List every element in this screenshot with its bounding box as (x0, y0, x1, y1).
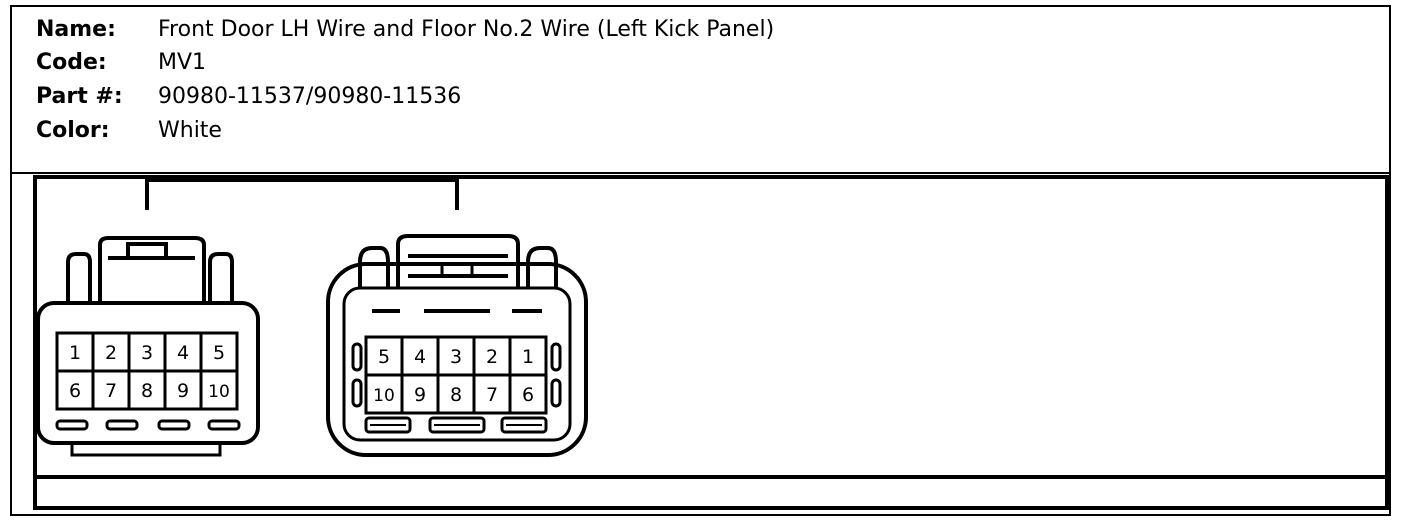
right-connector: 5 4 3 2 1 10 9 8 7 6 (326, 234, 588, 457)
right-pin-label: 2 (486, 346, 498, 368)
left-pin-label: 5 (213, 342, 225, 364)
right-connector-lock-tab (440, 262, 474, 278)
code-value: MV1 (158, 50, 207, 75)
right-pin-label: 5 (378, 346, 390, 368)
code-label: Code: (36, 50, 107, 75)
left-slot (105, 419, 139, 431)
left-pin-label: 8 (141, 380, 153, 402)
diagram-box (33, 175, 1389, 510)
right-pin-label: 9 (414, 384, 426, 406)
right-connector-inner (342, 286, 572, 442)
right-pin-cell (508, 373, 548, 415)
left-pin-label: 4 (177, 342, 189, 364)
left-connector-body (36, 301, 260, 445)
right-pin-label: 1 (522, 346, 534, 368)
left-slot (55, 419, 89, 431)
right-slot (364, 416, 412, 434)
part-value: 90980-11537/90980-11536 (158, 84, 462, 109)
right-pin-label: 3 (450, 346, 462, 368)
name-label: Name: (36, 17, 116, 42)
right-side-guide (351, 342, 363, 372)
right-pin-cell (436, 373, 476, 415)
right-connector-latch (358, 234, 558, 288)
right-slot (428, 416, 486, 434)
left-pin-label: 3 (141, 342, 153, 364)
left-connector-foot (70, 443, 222, 457)
right-slot (500, 416, 548, 434)
left-slot (207, 419, 241, 431)
part-label: Part #: (36, 84, 123, 109)
left-pin-cell (199, 331, 239, 373)
diagram-frame (10, 5, 1391, 516)
color-label: Color: (36, 118, 110, 143)
right-pin-label: 4 (414, 346, 426, 368)
right-pin-label: 7 (486, 384, 498, 406)
left-pin-label: 6 (69, 380, 81, 402)
right-pin-label: 8 (450, 384, 462, 406)
connection-bracket (145, 178, 459, 210)
right-pin-cell (508, 335, 548, 377)
right-side-guide (550, 378, 562, 408)
left-pin-label: 7 (105, 380, 117, 402)
left-connector: 1 2 3 4 5 6 7 8 9 10 (36, 236, 260, 457)
left-pin-label: 1 (69, 342, 81, 364)
color-value: White (158, 118, 222, 143)
name-value: Front Door LH Wire and Floor No.2 Wire (… (158, 17, 775, 42)
left-pin-label: 9 (177, 380, 189, 402)
left-connector-lock-tab (126, 242, 168, 260)
right-pin-label: 10 (373, 386, 395, 406)
left-pin-cell (199, 369, 239, 411)
left-pin-cell (55, 331, 95, 373)
right-pin-label: 6 (522, 384, 534, 406)
left-connector-latch (66, 236, 234, 303)
right-side-guide (351, 378, 363, 408)
left-pin-label: 10 (208, 382, 230, 402)
right-side-guide (550, 342, 562, 372)
left-slot (157, 419, 191, 431)
left-pin-label: 2 (105, 342, 117, 364)
